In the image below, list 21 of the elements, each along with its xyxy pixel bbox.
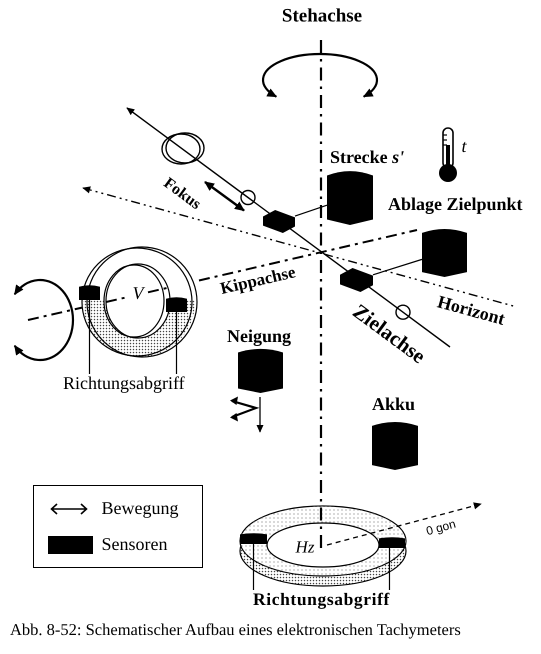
sensor-label: Akku — [372, 395, 416, 415]
symbol-label: Hz — [296, 538, 314, 558]
leader-line — [388, 548, 390, 590]
part-label: Richtungsabgriff — [63, 374, 185, 394]
leader-line — [252, 544, 254, 590]
caption: Abb. 8-52: Schematischer Aufbau eines elektronischen Tachymeters — [10, 621, 461, 640]
connector-line — [372, 258, 422, 276]
axis-label: Horizont — [435, 292, 507, 330]
connector-line — [294, 204, 328, 217]
axis-label: Stehachse — [282, 6, 362, 28]
legend-label: Sensoren — [102, 534, 168, 554]
part-label: Richtungsabgriff — [253, 590, 390, 610]
direction-label: 0 gon — [424, 518, 458, 538]
sensor-label: Ablage Zielpunkt — [388, 195, 523, 215]
sensor-label: Strecke s' — [330, 148, 404, 168]
leader-line — [88, 300, 90, 374]
symbol-label: t — [462, 137, 466, 157]
sensor-label: Neigung — [227, 327, 292, 347]
legend-label: Bewegung — [102, 498, 178, 518]
symbol-label: V — [132, 284, 144, 304]
axis-label: Kippachse — [218, 263, 298, 299]
